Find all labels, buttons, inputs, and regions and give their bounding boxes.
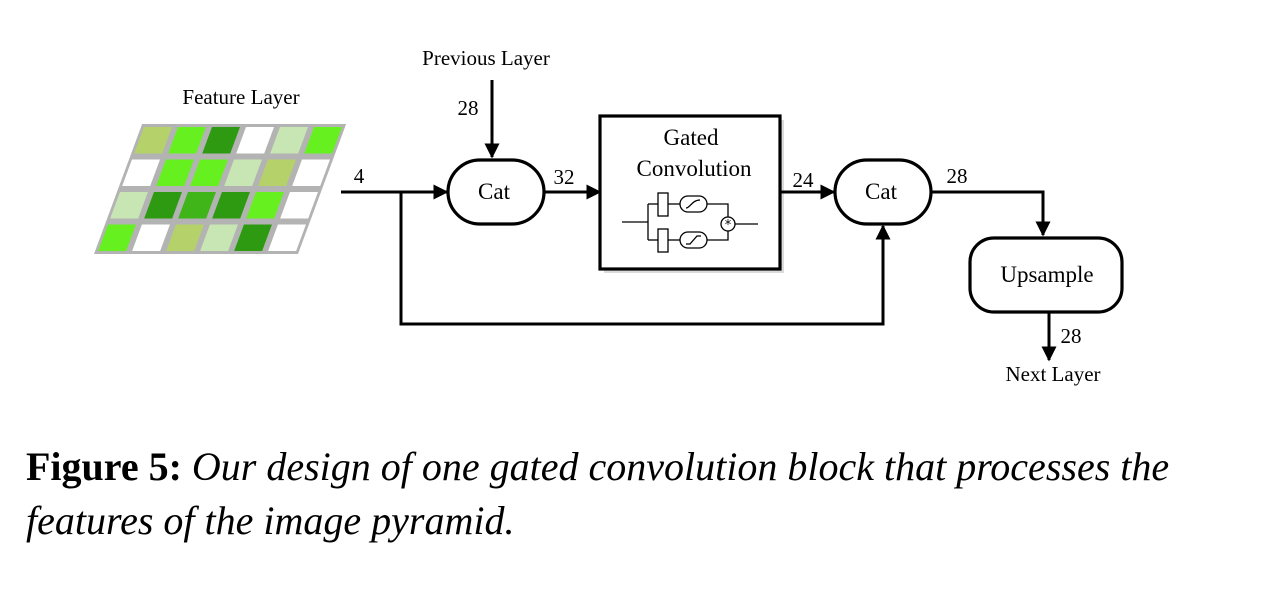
edge-label-28-bottom: 28 bbox=[1061, 324, 1082, 348]
feature-grid-cell bbox=[212, 192, 250, 219]
previous-layer-label: Previous Layer bbox=[422, 46, 550, 70]
feature-grid-cell bbox=[98, 224, 136, 251]
gated-label-line2: Convolution bbox=[636, 156, 752, 181]
cat-node-2: Cat bbox=[833, 158, 933, 226]
feature-grid-cell bbox=[292, 159, 330, 186]
feature-layer-grid bbox=[94, 124, 347, 254]
edge-label-28-top: 28 bbox=[947, 164, 968, 188]
feature-grid-cell bbox=[246, 192, 284, 219]
cat-node-1: Cat bbox=[446, 158, 546, 226]
feature-grid-cell bbox=[224, 159, 262, 186]
gated-convolution-node: Gated Convolution * bbox=[598, 114, 784, 273]
feature-grid-cell bbox=[156, 159, 194, 186]
gated-convolution-diagram: Feature Layer Previous Layer 28 4 Cat 32… bbox=[94, 46, 1124, 386]
cat-node-1-label: Cat bbox=[478, 179, 511, 204]
feature-grid-cell bbox=[268, 224, 306, 251]
feature-grid-cell bbox=[234, 224, 272, 251]
feature-grid-cell bbox=[178, 192, 216, 219]
edge-label-feature: 4 bbox=[354, 164, 365, 188]
feature-grid-cell bbox=[280, 192, 318, 219]
feature-grid-border bbox=[94, 124, 347, 254]
upsample-label: Upsample bbox=[1000, 262, 1093, 287]
feature-grid-cell bbox=[168, 127, 207, 154]
figure-caption-label: Figure 5: bbox=[26, 444, 182, 489]
feature-grid-cell bbox=[144, 192, 182, 219]
upsample-node: Upsample bbox=[968, 236, 1124, 314]
feature-grid-cell bbox=[236, 127, 275, 154]
svg-text:*: * bbox=[725, 218, 732, 233]
gate-schematic-icon: * bbox=[622, 192, 758, 253]
feature-grid-cell bbox=[132, 224, 170, 251]
feature-grid-cell bbox=[270, 127, 309, 154]
feature-grid-cell bbox=[122, 159, 160, 186]
feature-grid-cell bbox=[202, 127, 241, 154]
skip-connection-line bbox=[399, 192, 891, 326]
edge-label-previous: 28 bbox=[458, 96, 479, 120]
feature-grid-cell bbox=[110, 192, 148, 219]
feature-layer-label: Feature Layer bbox=[182, 85, 299, 109]
edge-label-32: 32 bbox=[554, 165, 575, 189]
edge-label-24: 24 bbox=[793, 168, 815, 192]
cat-to-upsample-arrow bbox=[931, 190, 1051, 237]
feature-grid-cell bbox=[200, 224, 238, 251]
feature-grid-cell bbox=[134, 127, 173, 154]
figure-caption-text: Our design of one gated convolution bloc… bbox=[26, 444, 1170, 543]
feature-grid-cell bbox=[304, 127, 343, 154]
feature-grid-cell bbox=[258, 159, 296, 186]
gated-label-line1: Gated bbox=[664, 125, 719, 150]
feature-grid-cell bbox=[190, 159, 228, 186]
figure-caption: Figure 5: Our design of one gated convol… bbox=[26, 440, 1256, 548]
feature-grid-cell bbox=[166, 224, 204, 251]
next-layer-label: Next Layer bbox=[1005, 362, 1100, 386]
cat-node-2-label: Cat bbox=[865, 179, 898, 204]
